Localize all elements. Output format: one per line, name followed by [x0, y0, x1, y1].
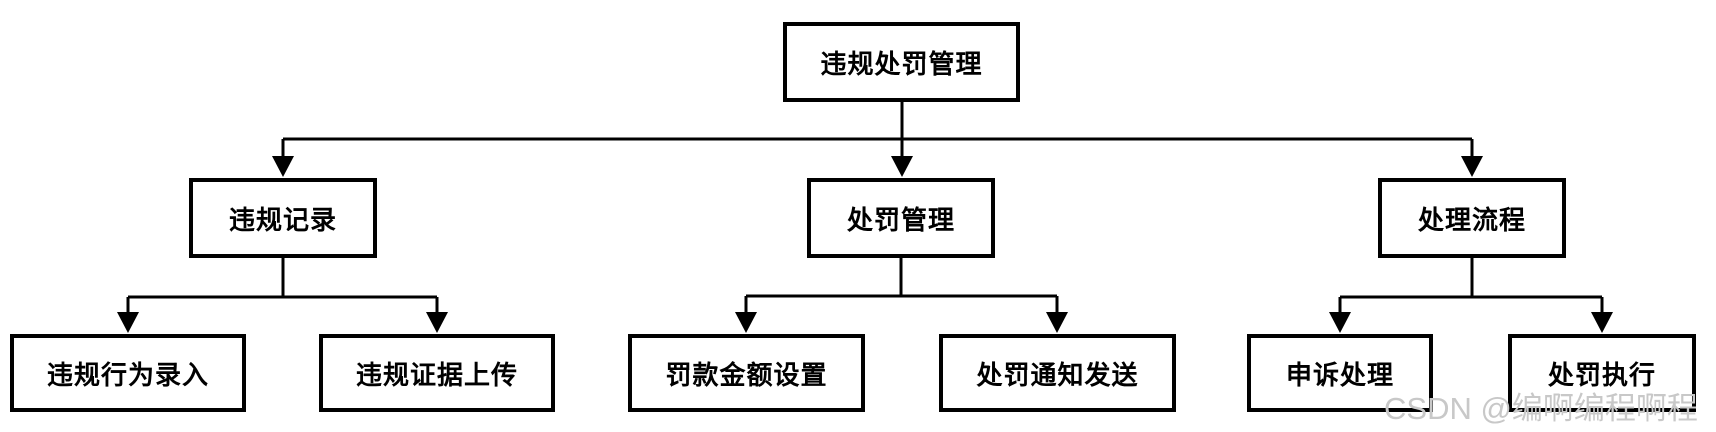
node-fine-amount-setting: 罚款金额设置 [628, 334, 865, 412]
node-violation-behavior-entry: 违规行为录入 [10, 334, 246, 412]
arrowhead-icon [1591, 312, 1613, 333]
arrowhead-icon [1329, 312, 1351, 333]
arrowhead-icon [735, 312, 757, 333]
arrowhead-icon [426, 312, 448, 333]
arrowhead-icon [272, 156, 294, 177]
connector-branch3-to-children [1329, 256, 1613, 333]
node-violation-evidence-upload: 违规证据上传 [319, 334, 555, 412]
connector-branch2-to-children [735, 256, 1068, 333]
node-punishment-execution: 处罚执行 [1508, 334, 1696, 412]
node-violation-record: 违规记录 [189, 178, 377, 258]
node-processing-flow: 处理流程 [1378, 178, 1566, 258]
connector-branch1-to-children [117, 256, 448, 333]
csdn-watermark: CSDN @编啊编程啊程 [1384, 391, 1698, 426]
connector-root-to-level2 [272, 100, 1483, 177]
arrowhead-icon [1461, 156, 1483, 177]
arrowhead-icon [117, 312, 139, 333]
node-appeal-processing: 申诉处理 [1247, 334, 1433, 412]
node-root-violation-punishment-management: 违规处罚管理 [783, 22, 1020, 102]
node-punishment-notice-sending: 处罚通知发送 [939, 334, 1176, 412]
arrowhead-icon [891, 156, 913, 177]
node-punishment-management: 处罚管理 [807, 178, 995, 258]
arrowhead-icon [1046, 312, 1068, 333]
